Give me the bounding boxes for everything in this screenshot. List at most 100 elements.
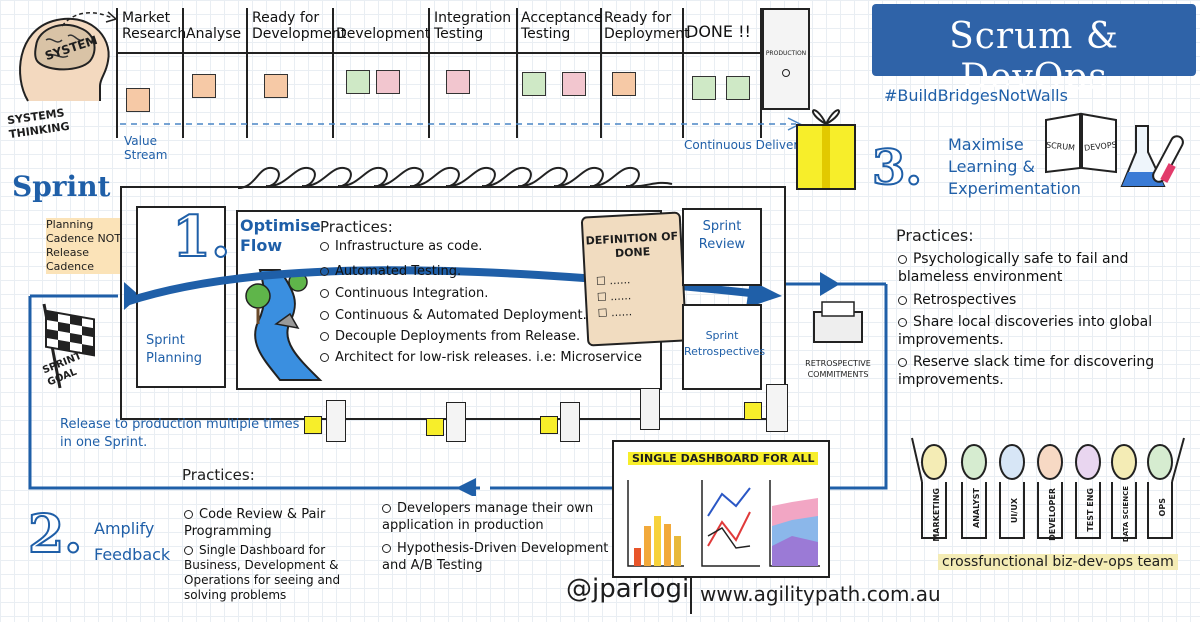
continuous-delivery-label: Continuous Delivery [684, 138, 806, 152]
section3-title: Maximise Learning & Experimentation [948, 135, 1081, 198]
gift-icon [744, 402, 762, 420]
sprint-review-label: Sprint Review [698, 219, 746, 252]
section3-number: 3. [871, 139, 923, 197]
value-stream-arrow [120, 117, 802, 131]
page-title: Scrum & DevOps [949, 16, 1119, 98]
board-divider [116, 8, 118, 138]
team-figures [911, 437, 1185, 539]
book-icon: SCRUM DEVOPS [1042, 110, 1120, 174]
practice-item: Code Review & Pair Programming [184, 507, 326, 539]
sticky-note [264, 74, 288, 98]
sticky-note [346, 70, 370, 94]
gift-icon [304, 416, 322, 434]
team-caption: crossfunctional biz-dev-ops team [938, 554, 1178, 570]
team-group: MARKETING ANALYST UI/UX DEVELOPER TEST E… [902, 398, 1198, 598]
production-label: PRODUCTION [765, 50, 807, 57]
board-divider [332, 8, 334, 138]
title-banner: Scrum & DevOps [872, 4, 1196, 98]
sprint-retrospectives-box: Sprint Retrospectives [682, 304, 766, 390]
section2-number: 2. [27, 503, 83, 566]
gift-icon [540, 416, 558, 434]
board-divider [428, 8, 430, 138]
sticky-note [726, 76, 750, 100]
practice-item: Hypothesis-Driven Development and A/B Te… [382, 541, 609, 573]
column-header: Ready for Development [252, 10, 347, 42]
gift-icon [796, 124, 856, 190]
section1-practices-label: Practices: [320, 218, 393, 236]
section2-right-practices: Developers manage their own application … [382, 500, 612, 574]
section2-left-practices: Code Review & Pair Programming Single Da… [184, 506, 374, 603]
website-link[interactable]: www.agilitypath.com.au [700, 582, 941, 606]
dod-title: DEFINITION OF DONE [585, 229, 679, 260]
sprint-retrospectives-label: Sprint Retrospectives [684, 329, 766, 358]
systems-thinking-group: SYSTEM SYSTEMS THINKING [6, 6, 118, 166]
sticky-note [126, 88, 150, 112]
column-header: DONE !! [686, 22, 751, 41]
server-icon [766, 384, 788, 432]
definition-of-done-scroll: DEFINITION OF DONE ☐ ......☐ ......☐ ...… [580, 211, 688, 347]
commitments-box-icon [813, 301, 863, 343]
server-icon [560, 402, 580, 442]
column-header: Integration Testing [434, 10, 512, 42]
release-note: Release to production multiple times in … [60, 417, 300, 450]
sticky-note [446, 70, 470, 94]
practice-item: Psychologically safe to fail and blamele… [898, 251, 1129, 285]
author-handle: @jparlogi [566, 574, 690, 604]
cadence-note: Planning Cadence NOT Release Cadence [46, 218, 122, 274]
section2-practices-label: Practices: [182, 466, 255, 484]
section1-practices: Infrastructure as code. Automated Testin… [320, 238, 642, 366]
board-header-line [116, 52, 806, 54]
practice-item: Continuous Integration. [320, 285, 642, 302]
column-header: Market Research [122, 10, 187, 42]
server-icon [446, 402, 466, 442]
board-divider [682, 8, 684, 138]
practice-item: Reserve slack time for discovering impro… [898, 354, 1155, 388]
role-label: DEVELOPER [1048, 488, 1057, 541]
gift-icon [426, 418, 444, 436]
practice-item: Developers manage their own application … [382, 501, 594, 533]
role-label: ANALYST [972, 488, 981, 528]
dashboard-title: SINGLE DASHBOARD FOR ALL [628, 452, 819, 465]
sticky-note [612, 72, 636, 96]
server-icon [640, 388, 660, 430]
hashtag: #BuildBridgesNotWalls [884, 86, 1068, 105]
board-divider [516, 8, 518, 138]
column-header: Analyse [186, 26, 242, 42]
section3-practices-label: Practices: [896, 226, 974, 245]
board-divider [760, 8, 762, 138]
value-stream-label: Value Stream [124, 134, 168, 162]
practice-item: Continuous & Automated Deployment. [320, 307, 642, 324]
brain-arrow [61, 11, 118, 27]
practice-item: Single Dashboard for Business, Developme… [184, 543, 341, 602]
flask-icon [1120, 125, 1184, 187]
sticky-note [522, 72, 546, 96]
sticky-note [376, 70, 400, 94]
board-divider [600, 8, 602, 138]
sticky-note [192, 74, 216, 98]
column-header: Ready for Deployment [604, 10, 690, 42]
dashboard-charts [627, 480, 820, 567]
river-illustration-icon [245, 269, 323, 381]
practice-item: Infrastructure as code. [320, 238, 642, 255]
sticky-note [562, 72, 586, 96]
section3-practices: Psychologically safe to fail and blamele… [898, 250, 1198, 389]
practice-item: Decouple Deployments from Release. [320, 328, 642, 345]
production-server-icon: PRODUCTION [762, 8, 810, 110]
column-header: Acceptance Testing [521, 10, 603, 42]
iteration-loops [237, 166, 673, 189]
role-label: UI/UX [1010, 498, 1019, 524]
sticky-note [692, 76, 716, 100]
gift-bow-icon [811, 109, 841, 126]
practice-item: Architect for low-risk releases. i.e: Mi… [320, 349, 642, 366]
role-label: OPS [1158, 498, 1167, 517]
retro-commitments-label: RETROSPECTIVE COMMITMENTS [805, 359, 871, 379]
section1-number: 1. [171, 203, 231, 271]
sprint-review-box: Sprint Review [682, 208, 762, 286]
role-label: TEST ENG [1086, 488, 1095, 532]
role-label: DATA SCIENCE [1122, 486, 1130, 543]
practice-item: Share local discoveries into global impr… [898, 314, 1153, 348]
section2-title: Amplify Feedback [94, 519, 171, 564]
dashboard-panel: SINGLE DASHBOARD FOR ALL [612, 440, 830, 578]
sprint-title: Sprint [12, 170, 111, 203]
board-divider [182, 8, 184, 138]
